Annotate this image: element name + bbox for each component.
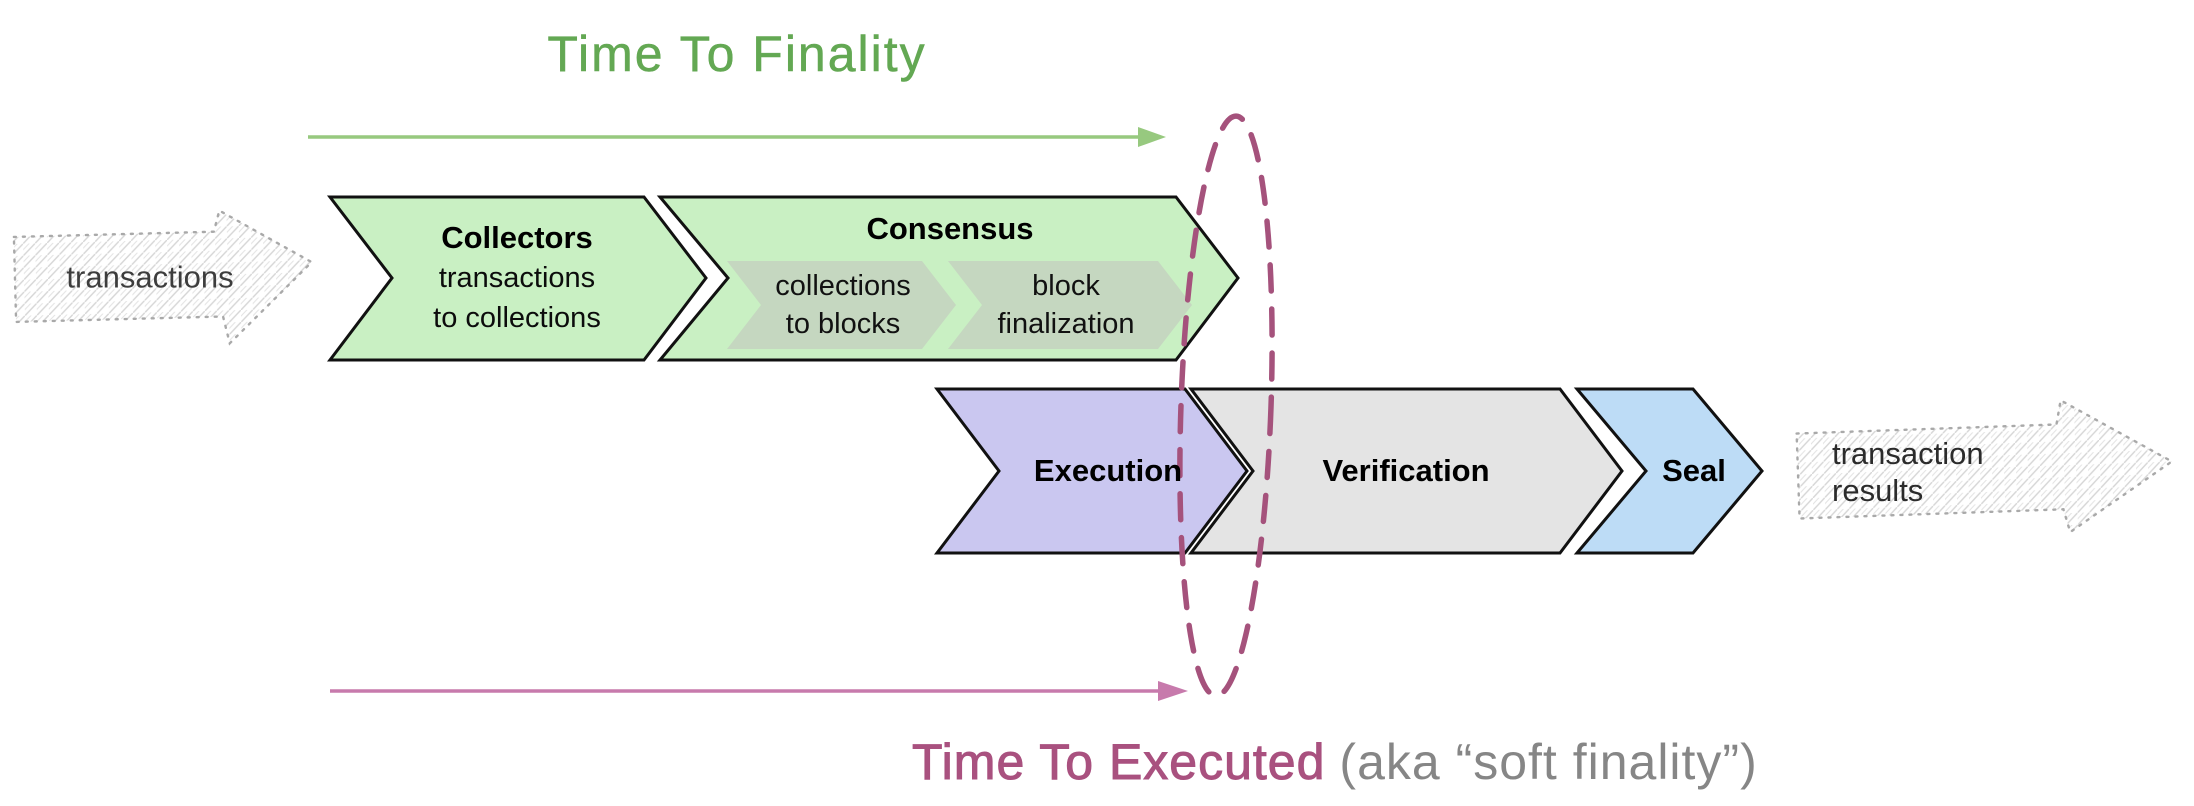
transaction-results-output-arrow [1795,398,2175,534]
collections-to-blocks-line2: to blocks [785,308,901,340]
consensus-stage-title: Consensus [866,211,1034,246]
executed-timeline-title-suffix: (aka “soft finality”) [1339,734,1758,790]
collections-to-blocks-subchevron [727,261,956,349]
execution-stage-title: Execution [1033,453,1183,488]
execution-chevron [933,387,1249,555]
transaction-results-output-label: transaction results [1832,435,1984,509]
finality-timeline-title: Time To Finality [547,26,927,83]
transaction-results-line1: transaction [1832,436,1984,471]
collectors-stage-subtitle-line2: to collections [433,302,601,334]
seal-chevron [1573,387,1764,555]
collectors-chevron [326,195,708,362]
executed-timeline-arrowhead [1158,681,1188,701]
block-finalization-line2: finalization [997,308,1135,340]
verification-stage-title: Verification [1322,453,1490,488]
verification-chevron [1187,387,1624,555]
collectors-stage-subtitle-line1: transactions [438,262,596,294]
collectors-stage-title: Collectors [441,220,593,255]
executed-boundary-ellipse [1177,113,1275,699]
seal-stage-title: Seal [1662,453,1726,488]
transactions-input-arrow [12,208,314,346]
collections-to-blocks-step-label: collections to blocks [775,267,910,343]
block-finalization-line1: block [1032,270,1100,302]
block-finalization-subchevron [948,261,1192,349]
collections-to-blocks-line1: collections [775,270,911,302]
transaction-results-line2: results [1832,473,1924,508]
transactions-input-label: transactions [66,259,234,295]
executed-timeline-title: Time To Executed(aka “soft finality”) [911,733,1758,791]
collectors-stage-label: Collectors transactions to collections [433,218,601,338]
finality-timeline-arrowhead [1138,127,1166,147]
block-finalization-step-label: block finalization [997,267,1134,343]
executed-timeline-title-main: Time To Executed [911,734,1326,791]
